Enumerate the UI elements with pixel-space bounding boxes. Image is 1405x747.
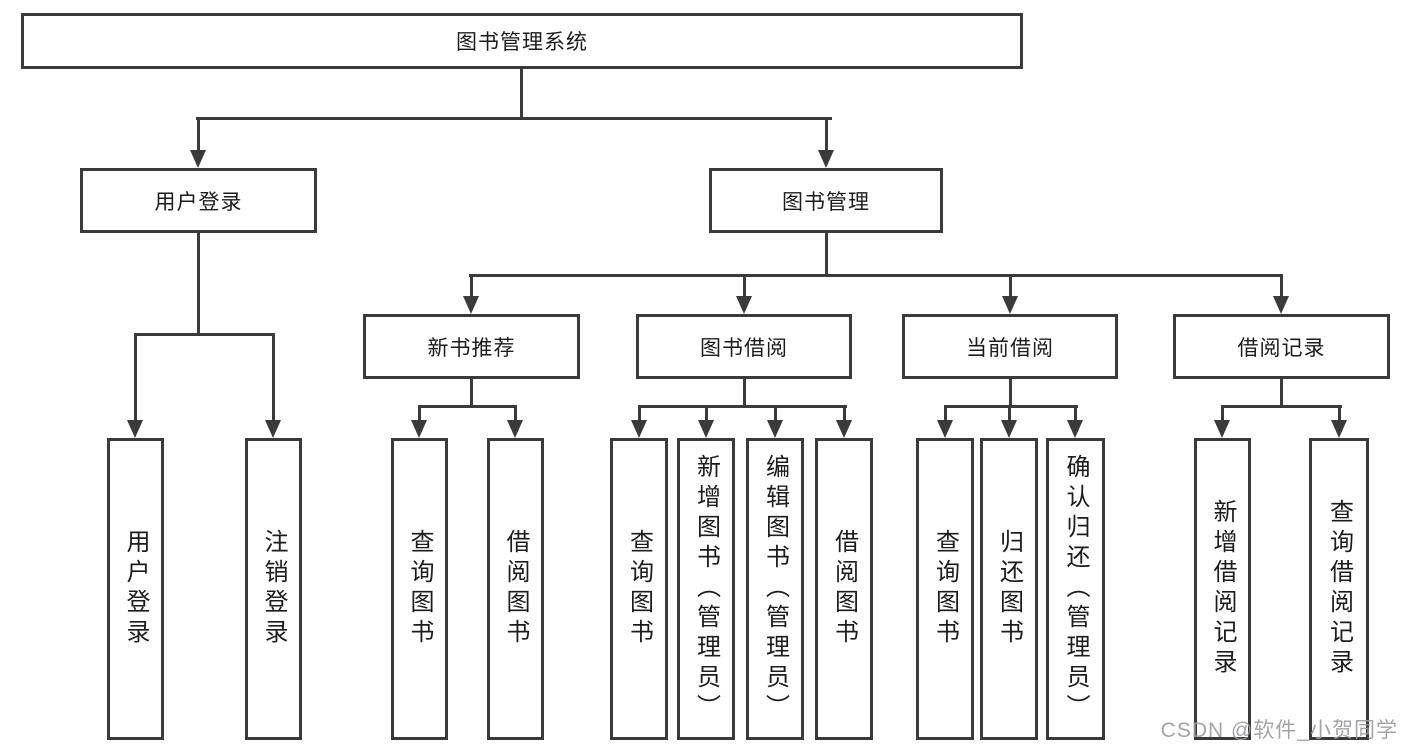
connector-line <box>944 405 1078 408</box>
node-leaf-logout: 注销登录 <box>245 438 302 740</box>
arrowhead <box>1331 420 1347 438</box>
arrowhead <box>127 420 143 438</box>
arrowhead <box>190 150 206 168</box>
node-leaf-add-borrow-record: 新增借阅记录 <box>1194 438 1251 740</box>
node-leaf-query-borrow-record: 查询借阅记录 <box>1309 438 1369 740</box>
arrowhead <box>698 420 714 438</box>
node-leaf-query-books-recommend: 查询图书 <box>391 438 448 740</box>
node-leaf-user-login: 用户登录 <box>107 438 164 740</box>
arrowhead <box>767 420 783 438</box>
node-leaf-query-books-borrow: 查询图书 <box>610 438 668 740</box>
connector-line <box>1221 405 1342 408</box>
arrowhead <box>937 420 953 438</box>
arrowhead <box>507 420 523 438</box>
node-leaf-borrow-books: 借阅图书 <box>815 438 873 740</box>
arrowhead <box>411 420 427 438</box>
connector-line <box>1280 274 1283 300</box>
node-borrowing-records: 借阅记录 <box>1173 314 1390 379</box>
connector-line <box>743 274 746 300</box>
connector-line <box>1074 405 1077 422</box>
connector-line <box>843 405 846 422</box>
arrowhead <box>818 150 834 168</box>
node-book-management: 图书管理 <box>709 168 943 233</box>
connector-line <box>469 274 1283 277</box>
node-leaf-edit-books-admin: 编辑图书（管理员） <box>746 438 804 740</box>
node-leaf-return-books: 归还图书 <box>980 438 1038 740</box>
connector-line <box>418 405 517 408</box>
arrowhead <box>1002 296 1018 314</box>
connector-line <box>134 333 137 423</box>
connector-line <box>1009 379 1012 408</box>
connector-line <box>638 405 641 422</box>
arrowhead <box>631 420 647 438</box>
connector-line <box>774 405 777 422</box>
connector-line <box>743 379 746 408</box>
connector-line <box>638 405 847 408</box>
node-library-management-system: 图书管理系统 <box>21 13 1023 69</box>
connector-line <box>196 117 832 120</box>
arrowhead <box>1067 420 1083 438</box>
arrowhead <box>836 420 852 438</box>
connector-line <box>1009 274 1012 300</box>
connector-line <box>272 333 275 423</box>
connector-line <box>1338 405 1341 422</box>
connector-line <box>197 117 200 153</box>
node-leaf-confirm-return-admin: 确认归还（管理员） <box>1046 438 1105 740</box>
arrowhead <box>1214 420 1230 438</box>
node-leaf-query-books-current: 查询图书 <box>916 438 974 740</box>
connector-line <box>1008 405 1011 422</box>
connector-line <box>944 405 947 422</box>
node-current-borrowing: 当前借阅 <box>902 314 1118 379</box>
arrowhead <box>1273 296 1289 314</box>
node-leaf-borrow-books-recommend: 借阅图书 <box>487 438 544 740</box>
node-new-book-recommendation: 新书推荐 <box>363 314 580 379</box>
connector-line <box>825 232 828 277</box>
arrowhead <box>1001 420 1017 438</box>
node-leaf-add-books-admin: 新增图书（管理员） <box>677 438 735 740</box>
connector-line <box>470 379 473 408</box>
arrowhead <box>736 296 752 314</box>
connector-line <box>1221 405 1224 422</box>
connector-line <box>1280 379 1283 408</box>
connector-line <box>825 117 828 153</box>
connector-line <box>418 405 421 422</box>
arrowhead <box>265 420 281 438</box>
connector-line <box>520 69 523 118</box>
connector-line <box>134 333 275 336</box>
arrowhead <box>463 296 479 314</box>
node-user-login: 用户登录 <box>80 168 317 233</box>
node-book-borrowing: 图书借阅 <box>636 314 852 379</box>
connector-line <box>197 232 200 336</box>
connector-line <box>514 405 517 422</box>
connector-line <box>470 274 473 300</box>
csdn-watermark: CSDN @软件_小贺同学 <box>1160 719 1398 742</box>
connector-line <box>705 405 708 422</box>
